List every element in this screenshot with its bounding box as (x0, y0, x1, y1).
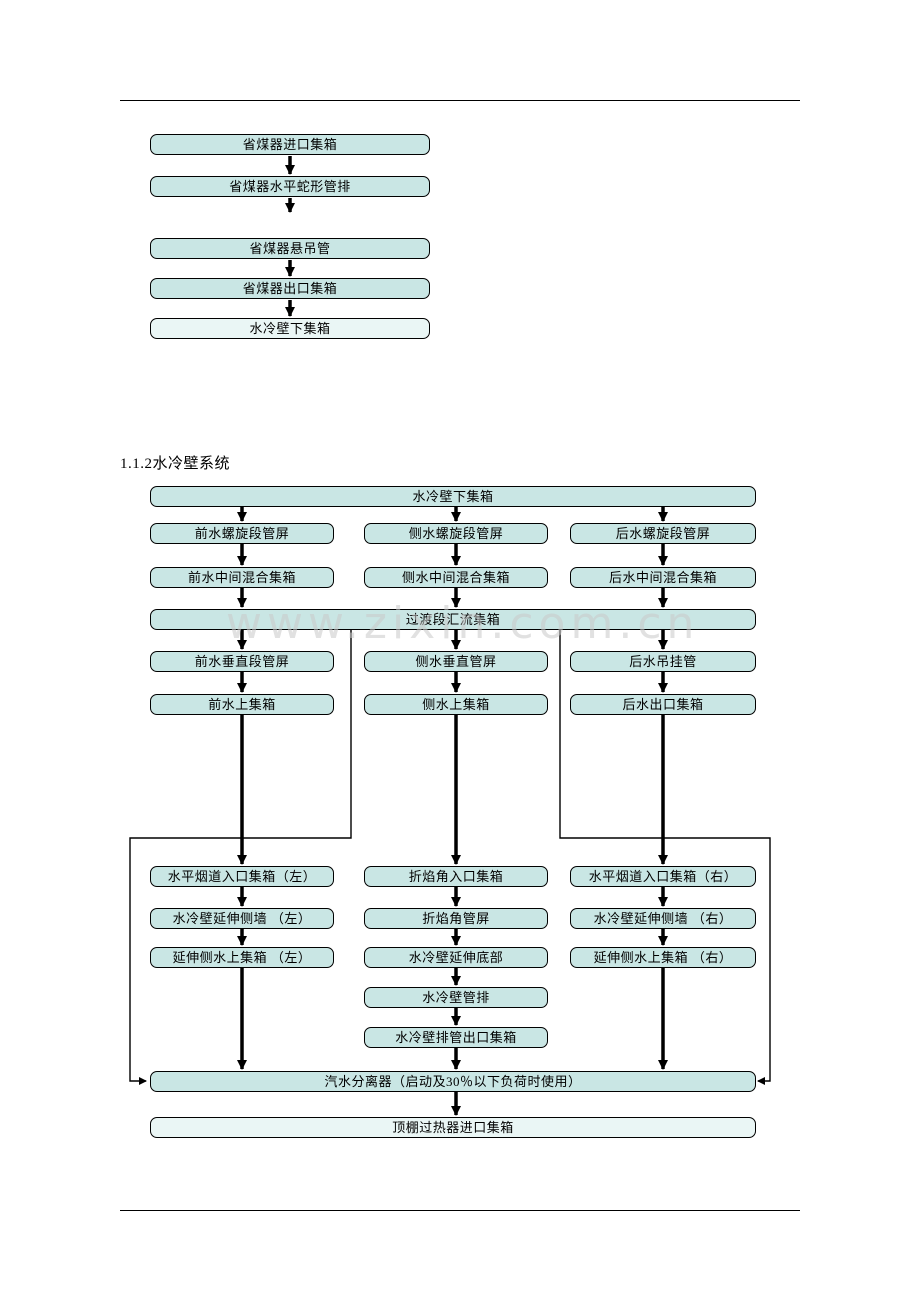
node-economizer-hanger-tubes: 省煤器悬吊管 (150, 238, 430, 259)
node-waterwall-extension-bottom: 水冷壁延伸底部 (364, 947, 548, 968)
node-roof-superheater-inlet-header: 顶棚过热器进口集箱 (150, 1117, 756, 1138)
node-economizer-inlet-header: 省煤器进口集箱 (150, 134, 430, 155)
node-side-mix-header: 侧水中间混合集箱 (364, 567, 548, 588)
node-waterwall-lower-header: 水冷壁下集箱 (150, 486, 756, 507)
node-extension-upper-header-right: 延伸侧水上集箱 （右） (570, 947, 756, 968)
waterwall-flow-arrows (129, 507, 771, 1116)
node-economizer-serpentine-bank: 省煤器水平蛇形管排 (150, 176, 430, 197)
node-extension-upper-header-left: 延伸侧水上集箱 （左） (150, 947, 334, 968)
node-waterwall-tube-bank: 水冷壁管排 (364, 987, 548, 1008)
node-front-upper-header: 前水上集箱 (150, 694, 334, 715)
node-rear-outlet-header: 后水出口集箱 (570, 694, 756, 715)
node-front-mix-header: 前水中间混合集箱 (150, 567, 334, 588)
node-duct-inlet-header-right: 水平烟道入口集箱（右） (570, 866, 756, 887)
footer-rule (120, 1210, 800, 1211)
node-nose-panel: 折焰角管屏 (364, 908, 548, 929)
node-duct-inlet-header-left: 水平烟道入口集箱（左） (150, 866, 334, 887)
node-rear-mix-header: 后水中间混合集箱 (570, 567, 756, 588)
node-rear-hanger-tubes: 后水吊挂管 (570, 651, 756, 672)
node-front-spiral-panel: 前水螺旋段管屏 (150, 523, 334, 544)
node-waterwall-lower-header-link: 水冷壁下集箱 (150, 318, 430, 339)
section-heading: 1.1.2水冷壁系统 (120, 456, 231, 472)
node-extension-sidewall-left: 水冷壁延伸侧墙 （左） (150, 908, 334, 929)
node-side-vertical-panel: 侧水垂直管屏 (364, 651, 548, 672)
node-nose-inlet-header: 折焰角入口集箱 (364, 866, 548, 887)
node-rear-spiral-panel: 后水螺旋段管屏 (570, 523, 756, 544)
node-extension-sidewall-right: 水冷壁延伸侧墙 （右） (570, 908, 756, 929)
node-economizer-outlet-header: 省煤器出口集箱 (150, 278, 430, 299)
node-side-upper-header: 侧水上集箱 (364, 694, 548, 715)
node-front-vertical-panel: 前水垂直段管屏 (150, 651, 334, 672)
node-side-spiral-panel: 侧水螺旋段管屏 (364, 523, 548, 544)
node-steam-water-separator: 汽水分离器（启动及30％以下负荷时使用） (150, 1071, 756, 1092)
node-transition-confluence-header: 过渡段汇流集箱 (150, 609, 756, 630)
header-rule (120, 100, 800, 101)
node-waterwall-tube-outlet-header: 水冷壁排管出口集箱 (364, 1027, 548, 1048)
